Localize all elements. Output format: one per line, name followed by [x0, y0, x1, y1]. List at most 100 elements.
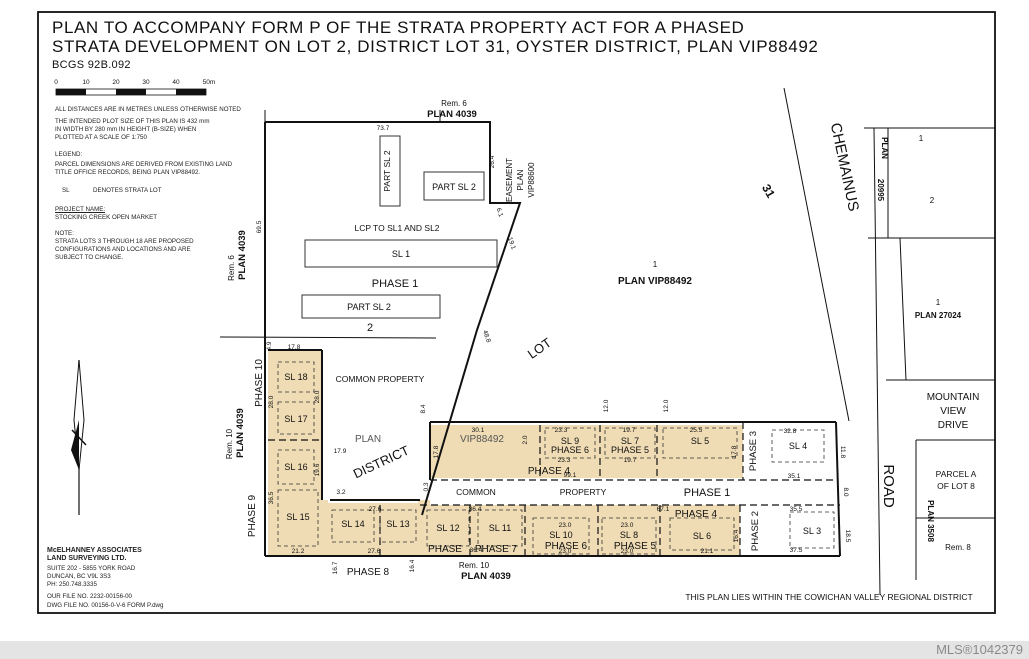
note-plot-size-3: PLOTTED AT A SCALE OF 1:750: [55, 134, 147, 141]
legend-line-1: PARCEL DIMENSIONS ARE DERIVED FROM EXIST…: [55, 161, 233, 168]
chemainus-road-label: CHEMAINUS: [827, 121, 862, 213]
surveyor-file-no: OUR FILE NO. 2232-00156-00: [47, 593, 132, 600]
dim: 11.8: [839, 446, 846, 459]
dim: 36.5: [268, 491, 275, 504]
sl-16-label: SL 16: [284, 462, 307, 472]
north-arrow-icon: [71, 359, 87, 515]
dim: 35.1: [788, 473, 801, 480]
plan-4039-top: PLAN 4039: [427, 109, 477, 120]
dim: 23.3: [555, 427, 568, 434]
easement-label-3: VIP88600: [527, 162, 536, 198]
dim: 23.3: [558, 457, 571, 464]
phase-1-lower-label: PHASE 1: [684, 487, 730, 499]
dimension-labels: 73.7 26.4 69.5 19.1 48.8 6.1 17.8 4.9 28…: [256, 125, 851, 574]
sl-5-label: SL 5: [691, 436, 709, 446]
dim: 28.0: [314, 390, 321, 403]
plan-4039-left-2: PLAN 4039: [235, 408, 246, 458]
phase-7-label: PHASE 7: [475, 544, 518, 555]
dim: 36.4: [469, 506, 482, 513]
dim: 19.7: [624, 457, 637, 464]
scale-tick-40: 40: [172, 79, 180, 86]
sl-7-label: SL 7: [621, 436, 639, 446]
plan-word-label: PLAN: [355, 434, 381, 445]
lot-2-number: 2: [367, 322, 373, 334]
scale-tick-20: 20: [112, 79, 120, 86]
dim: 27.6: [369, 506, 382, 513]
scale-tick-0: 0: [54, 79, 58, 86]
project-name-label: PROJECT NAME:: [55, 206, 106, 213]
sl-9-label: SL 9: [561, 436, 579, 446]
plan-27024-lot-number: 1: [936, 298, 941, 307]
plan-title-line-1: PLAN TO ACCOMPANY FORM P OF THE STRATA P…: [52, 18, 745, 37]
surveyor-address-3: PH: 250.748.3335: [47, 581, 97, 588]
sl-2-part-a-label: PART SL 2: [382, 150, 392, 192]
sl-10-label: SL 10: [549, 530, 572, 540]
dim: 16.7: [332, 561, 339, 574]
easement-label-1: EASEMENT: [505, 158, 514, 202]
sl-1-label: SL 1: [392, 249, 410, 259]
legend-sl-abbr: SL: [62, 187, 70, 194]
scale-tick-10: 10: [82, 79, 90, 86]
sl-3-label: SL 3: [803, 526, 821, 536]
sl-14-label: SL 14: [341, 519, 364, 529]
strata-lot-boxes: [277, 135, 835, 555]
mls-watermark: MLS®1042379: [936, 642, 1023, 657]
dim: 99.1: [564, 472, 577, 479]
scale-tick-30: 30: [142, 79, 150, 86]
dim: 30.1: [472, 427, 485, 434]
road-lines: [219, 87, 995, 596]
dim: 8.0: [842, 487, 849, 496]
scale-tick-50m: 50m: [203, 79, 216, 86]
note-distances: ALL DISTANCES ARE IN METRES UNLESS OTHER…: [55, 106, 241, 113]
dim: 16.4: [733, 529, 740, 542]
surveyor-name-2: LAND SURVEYING LTD.: [47, 555, 127, 562]
sl-2-part-c-label: PART SL 2: [347, 302, 391, 312]
sl-8-label: SL 8: [620, 530, 638, 540]
rem-6-top: Rem. 6: [441, 99, 467, 108]
project-name: STOCKING CREEK OPEN MARKET: [55, 214, 157, 221]
phase-4-lower-label: PHASE 4: [675, 509, 718, 520]
sl-4-label: SL 4: [789, 441, 807, 451]
dim: 67.1: [657, 506, 670, 513]
drawing-border: [37, 11, 996, 614]
plan-4039-left: PLAN 4039: [237, 230, 248, 280]
dim: 23.0: [621, 522, 634, 529]
lcp-label: LCP TO SL1 AND SL2: [354, 223, 439, 233]
dim: 12.0: [663, 399, 670, 412]
note-line-3: SUBJECT TO CHANGE.: [55, 254, 124, 261]
legend-title: LEGEND:: [55, 151, 83, 158]
plan-4039-bottom: PLAN 4039: [461, 571, 511, 582]
survey-plan-drawing: 0 10 20 30 40 50m: [37, 11, 996, 614]
dim: 37.5: [790, 547, 803, 554]
note-line-2: CONFIGURATIONS AND LOCATIONS AND ARE: [55, 246, 191, 253]
vip88492-mid-label: VIP88492: [460, 434, 504, 445]
phase-9-label: PHASE 9: [247, 494, 258, 537]
sl-12-label: SL 12: [436, 523, 459, 533]
parcel-a-2: OF LOT 8: [937, 481, 975, 491]
property-label: PROPERTY: [560, 487, 607, 497]
surveyor-name-1: McELHANNEY ASSOCIATES: [47, 547, 142, 554]
dim: 23.0: [559, 548, 572, 555]
dim: 3.2: [336, 489, 345, 496]
regional-district-note: THIS PLAN LIES WITHIN THE COWICHAN VALLE…: [685, 592, 972, 602]
mountain-view-3: DRIVE: [938, 420, 969, 431]
plan-side-label: PLAN: [880, 137, 889, 159]
plan-vip88492-label: PLAN VIP88492: [618, 276, 692, 287]
phase-5-lower-label: PHASE 5: [614, 541, 657, 552]
dim: 28.0: [268, 395, 275, 408]
note-plot-size-2: IN WIDTH BY 280 mm IN HEIGHT (B-SIZE) WH…: [55, 126, 197, 133]
plan-20995-label: 20995: [876, 179, 885, 202]
easement-label-2: PLAN: [516, 169, 525, 190]
dim: 4.9: [266, 341, 273, 350]
common-label: COMMON: [456, 487, 496, 497]
dim: 19.7: [623, 427, 636, 434]
phase-6-lower-label: PHASE 6: [545, 541, 588, 552]
plan-title-line-2: STRATA DEVELOPMENT ON LOT 2, DISTRICT LO…: [52, 37, 819, 56]
legend-sl-desc: DENOTES STRATA LOT: [93, 187, 162, 194]
dim: 21.2: [292, 548, 305, 555]
dim: 48.8: [481, 329, 492, 344]
scale-bar: 0 10 20 30 40 50m: [54, 79, 216, 96]
dim: 16.4: [409, 559, 416, 572]
surveyor-dwg-file: DWG FILE NO. 00156-0-V-6 FORM P.dwg: [47, 602, 164, 609]
district-label: DISTRICT: [351, 442, 412, 481]
